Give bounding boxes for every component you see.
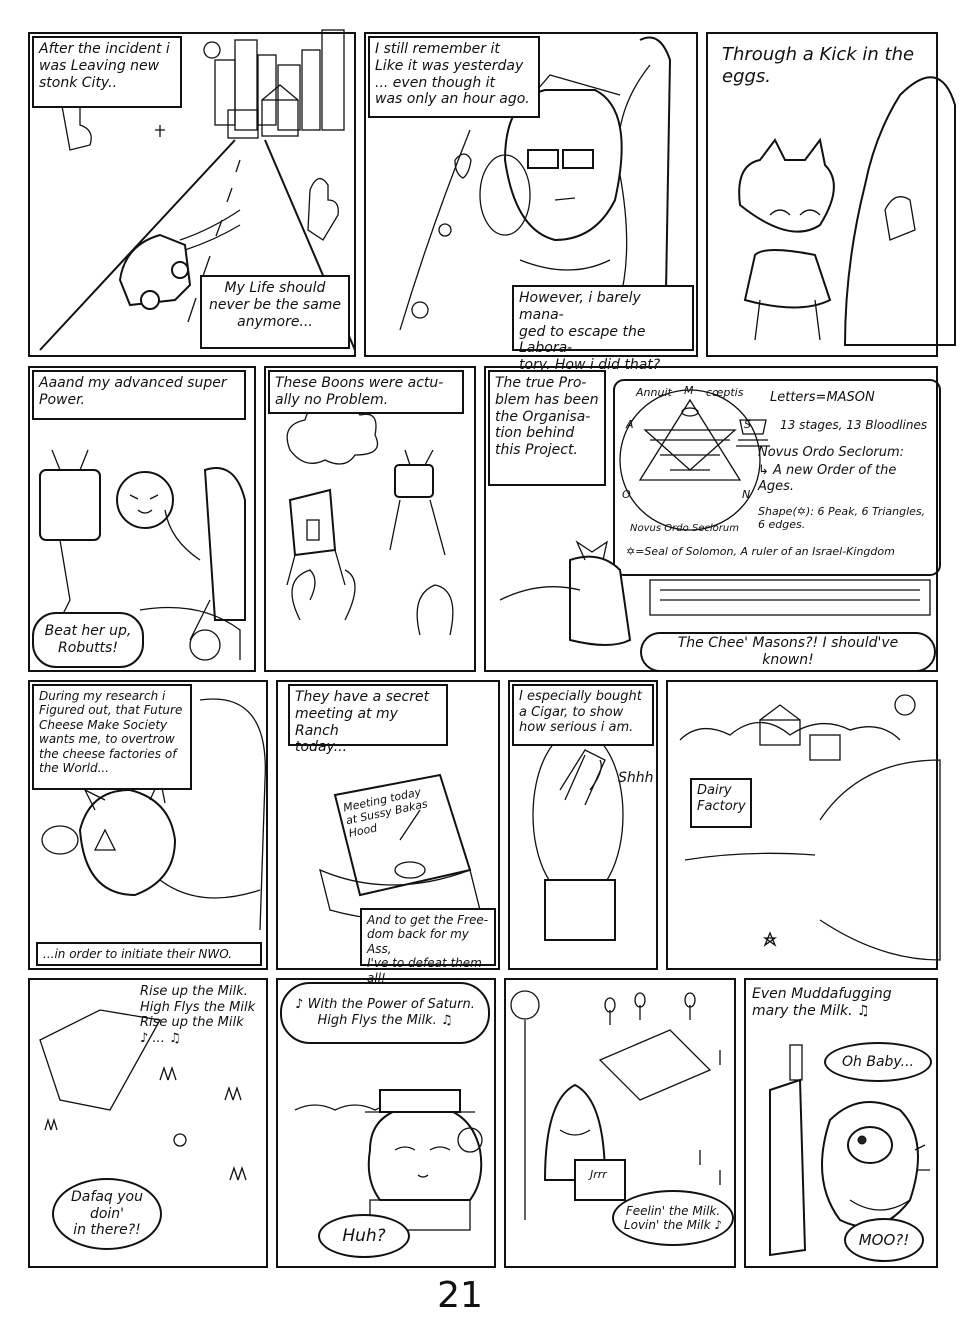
- board-novus: Novus Ordo Seclorum:: [758, 445, 905, 460]
- caption-r1-p3: Through a Kick in the eggs.: [722, 44, 915, 87]
- speech-bubble-robutts: Beat her up, Robutts!: [32, 612, 144, 668]
- caption-r3-p3: I especially bought a Cigar, to show how…: [512, 684, 654, 746]
- robots-drawing: [39, 449, 246, 661]
- board-shape: Shape(✡): 6 Peak, 6 Triangles, 6 edges.: [758, 505, 926, 532]
- board-annuit: Annuit: [636, 386, 672, 399]
- caption-r1-p1-bottom: My Life should never be the same anymore…: [200, 275, 350, 349]
- caption-r1-p2-bottom: However, i barely mana- ged to escape th…: [512, 285, 694, 373]
- hat-cat-drawing: [294, 1089, 483, 1231]
- speech-bubble-moo: MOO?!: [844, 1218, 924, 1262]
- caption-r1-p2: I still remember it Like it was yesterda…: [368, 36, 540, 118]
- song-r4-p4: Even Muddafugging mary the Milk. ♫: [752, 986, 892, 1019]
- board-circle-letter-s: S: [744, 418, 751, 431]
- panel-r4-p1: [28, 978, 268, 1268]
- car-drawing: [118, 209, 241, 310]
- note-paper-drawing: [319, 773, 481, 921]
- board-stages: 13 stages, 13 Bloodlines: [780, 418, 928, 432]
- field-drawing: [39, 1009, 247, 1181]
- caption-r2-p3: The true Pro- blem has been the Organisa…: [488, 370, 606, 486]
- panel-r2-p2: [264, 366, 476, 672]
- panel-r1-p3: [706, 32, 938, 357]
- speech-bubble-oh-baby: Oh Baby...: [824, 1042, 932, 1082]
- panel-r1-p1: [28, 32, 356, 357]
- board-letters: Letters=MASON: [770, 390, 875, 405]
- board-coeptis: cœptis: [706, 386, 744, 399]
- panel-r2-p1: [28, 366, 256, 672]
- caption-r3-p1-bottom: ...in order to initiate their NWO.: [36, 942, 262, 966]
- caption-r3-p2: They have a secret meeting at my Ranch t…: [288, 684, 448, 755]
- panel-r3-p3: [508, 680, 658, 970]
- speech-bubble-saturn: ♪ With the Power of Saturn. High Flys th…: [280, 982, 490, 1044]
- panel-r3-p1: [28, 680, 268, 970]
- speech-bubble-chee-masons: The Chee' Masons?! I should've known!: [640, 632, 936, 672]
- cigar-drawing: [532, 729, 624, 941]
- caption-r1-p1: After the incident i was Leaving new sto…: [32, 36, 182, 108]
- board-circle-letter-m: M: [684, 384, 694, 397]
- caption-r3-p2-bottom: And to get the Free- dom back for my Ass…: [360, 908, 496, 985]
- speech-bubble-huh: Huh?: [318, 1214, 410, 1258]
- speech-bubble-feelin: Feelin' the Milk. Lovin' the Milk ♪: [612, 1190, 734, 1246]
- speech-bubble-dafaq: Dafaq you doin' in there?!: [52, 1178, 162, 1250]
- panel-r3-p2: [276, 680, 500, 970]
- explosion-drawing: [286, 403, 454, 636]
- dairy-landscape-drawing: [679, 694, 941, 961]
- board-seal: ✡=Seal of Solomon, A ruler of an Israel-…: [626, 545, 895, 558]
- caption-r2-p2: These Boons were actu- ally no Problem.: [268, 370, 464, 414]
- dairy-factory-sign: Dairy Factory: [690, 778, 752, 828]
- page-number: 21: [437, 1275, 483, 1316]
- book-text: Jrrr: [590, 1168, 607, 1181]
- panel-r4-p3: [504, 978, 736, 1268]
- cow-drawing: [769, 1044, 930, 1257]
- car-cat-drawing: [41, 698, 266, 931]
- board-circle-letter-a: A: [626, 418, 634, 431]
- wizard-candles-drawing: [510, 990, 721, 1225]
- board-new-order: ↳ A new Order of the Ages.: [758, 463, 897, 494]
- caption-r2-p1: Aaand my advanced super Power.: [32, 370, 246, 420]
- board-novus-ordo: Novus Ordo Seclorum: [630, 523, 739, 534]
- girl-cat-drawing: [738, 76, 956, 346]
- caption-r3-p1: During my research i Figured out, that F…: [32, 684, 192, 790]
- city-skyline-drawing: [203, 29, 345, 139]
- sfx-shhh: Shhh: [618, 770, 654, 786]
- panel-r4-p4: [744, 978, 938, 1268]
- board-circle-letter-o: O: [622, 488, 631, 501]
- panel-r3-p4: [666, 680, 938, 970]
- panel-r1-p2: [364, 32, 698, 357]
- panel-r4-p2: [276, 978, 496, 1268]
- driving-cat-drawing: [399, 36, 672, 351]
- chalkboard-drawing: [499, 379, 941, 646]
- board-circle-letter-n: N: [742, 488, 751, 501]
- song-r4-p1: Rise up the Milk. High Flys the Milk Ris…: [140, 984, 256, 1046]
